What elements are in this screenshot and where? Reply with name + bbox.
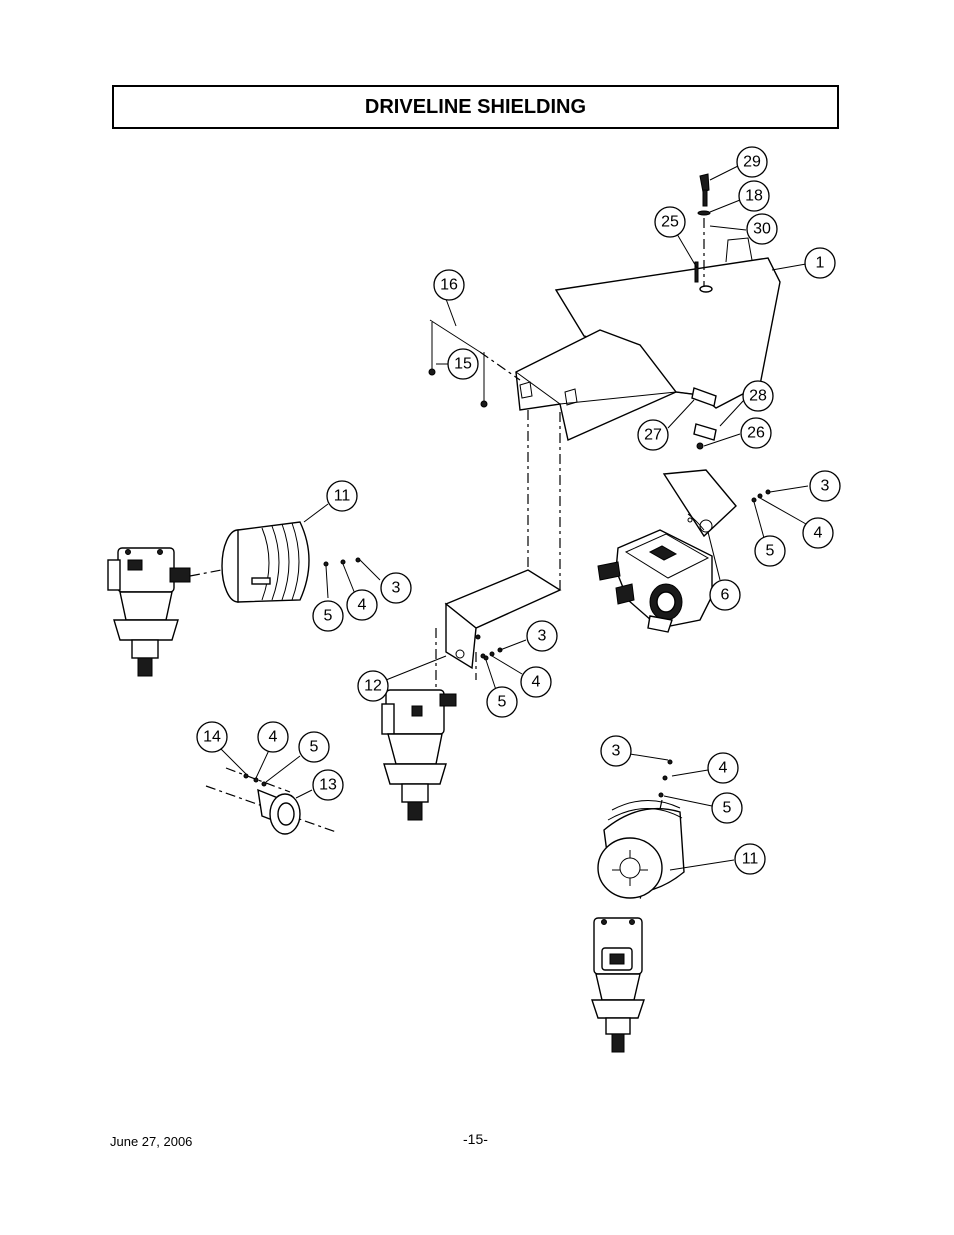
svg-text:5: 5	[723, 800, 732, 817]
svg-text:27: 27	[644, 427, 662, 444]
callout-5-left: 5	[312, 600, 344, 632]
callout-4-right: 4	[802, 517, 834, 549]
callout-4-bottom: 4	[707, 752, 739, 784]
svg-text:29: 29	[743, 154, 761, 171]
svg-text:25: 25	[661, 214, 679, 231]
callout-11-bottom: 11	[734, 843, 766, 875]
collar-13	[205, 767, 337, 835]
svg-text:12: 12	[364, 678, 382, 695]
svg-text:3: 3	[612, 743, 621, 760]
callout-3-right: 3	[809, 470, 841, 502]
callout-18: 18	[738, 180, 770, 212]
callout-28: 28	[742, 380, 774, 412]
svg-text:4: 4	[358, 597, 367, 614]
callout-26: 26	[740, 417, 772, 449]
callout-5-center: 5	[486, 686, 518, 718]
callout-5-bottom: 5	[711, 792, 743, 824]
hinge-27-28	[691, 387, 717, 450]
top-hardware	[694, 173, 713, 293]
callout-30: 30	[746, 213, 778, 245]
gearbox-left	[107, 547, 233, 677]
callout-4-center: 4	[520, 666, 552, 698]
svg-text:5: 5	[310, 739, 319, 756]
svg-text:3: 3	[538, 628, 547, 645]
main-shield	[515, 237, 781, 441]
svg-text:4: 4	[814, 525, 823, 542]
svg-text:30: 30	[753, 221, 771, 238]
gearbox-center	[381, 628, 503, 821]
svg-text:1: 1	[816, 255, 825, 272]
callout-4-collar: 4	[257, 721, 289, 753]
footer-date: June 27, 2006	[110, 1134, 193, 1149]
svg-text:28: 28	[749, 388, 767, 405]
svg-text:6: 6	[721, 587, 730, 604]
callout-27: 27	[637, 419, 669, 451]
callout-5-collar: 5	[298, 731, 330, 763]
callout-5-right: 5	[754, 535, 786, 567]
leader-lines	[219, 165, 809, 871]
gearbox-bottom	[591, 917, 645, 1053]
svg-text:4: 4	[532, 674, 541, 691]
callout-15: 15	[447, 348, 479, 380]
callout-29: 29	[736, 146, 768, 178]
callout-12: 12	[357, 670, 389, 702]
title-box: DRIVELINE SHIELDING	[112, 85, 839, 129]
svg-text:11: 11	[742, 851, 759, 868]
svg-text:3: 3	[821, 478, 830, 495]
callout-3-bottom: 3	[600, 735, 632, 767]
bolts-15-16	[428, 319, 521, 408]
svg-text:13: 13	[319, 777, 337, 794]
bracket-12	[444, 410, 562, 670]
svg-text:4: 4	[719, 760, 728, 777]
svg-text:14: 14	[203, 729, 221, 746]
callout-13: 13	[312, 769, 344, 801]
callout-1: 1	[804, 247, 836, 279]
svg-text:15: 15	[454, 356, 472, 373]
cone-shield-11-bottom	[597, 759, 685, 901]
cone-shield-11-left	[221, 521, 361, 603]
page-title: DRIVELINE SHIELDING	[364, 95, 587, 118]
gearbox-right	[597, 529, 713, 633]
callout-6: 6	[709, 579, 741, 611]
callout-25: 25	[654, 206, 686, 238]
svg-text:3: 3	[392, 580, 401, 597]
svg-text:16: 16	[440, 277, 458, 294]
callout-4-left: 4	[346, 589, 378, 621]
svg-text:11: 11	[334, 488, 351, 505]
svg-text:4: 4	[269, 729, 278, 746]
svg-text:5: 5	[766, 543, 775, 560]
svg-text:26: 26	[747, 425, 765, 442]
callout-14: 14	[196, 721, 228, 753]
svg-text:5: 5	[324, 608, 333, 625]
callout-3-left: 3	[380, 572, 412, 604]
svg-text:18: 18	[745, 188, 763, 205]
callout-3-center: 3	[526, 620, 558, 652]
callout-16: 16	[433, 269, 465, 301]
page-number: -15-	[463, 1131, 488, 1147]
callout-11-left: 11	[326, 480, 358, 512]
svg-text:5: 5	[498, 694, 507, 711]
